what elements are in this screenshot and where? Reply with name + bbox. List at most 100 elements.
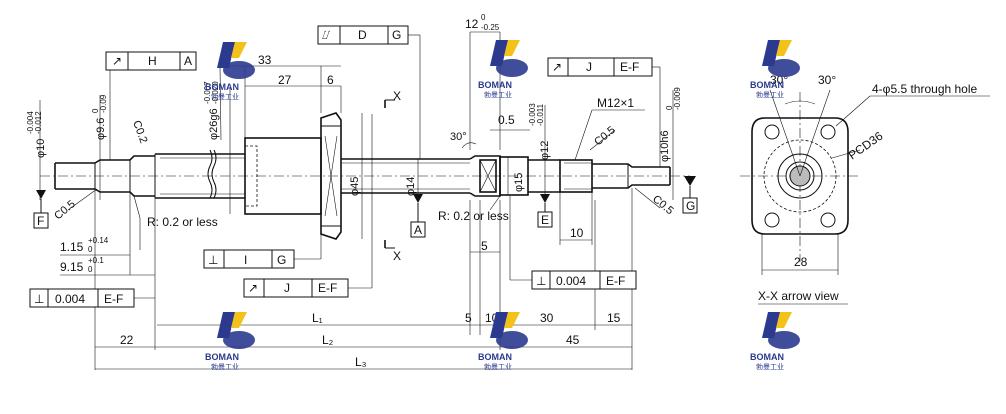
dim-L1: L₁ <box>312 311 323 325</box>
note-c02: C0.2 <box>130 119 149 145</box>
svg-text:-0.09: -0.09 <box>99 94 108 113</box>
svg-text:J: J <box>586 60 592 74</box>
boman-logo-3: BOMAN 勃曼工业 <box>750 40 800 99</box>
dim-33: 33 <box>258 53 272 67</box>
dim-L2: L₂ <box>322 333 334 347</box>
datum-G: G <box>682 176 698 214</box>
frame-perp-right: ⊥ 0.004 E-F <box>509 196 637 290</box>
note-m12: M12×1 <box>597 96 634 110</box>
svg-text:F: F <box>37 214 44 228</box>
ball-screw-shaft <box>54 112 671 240</box>
dim-d15: φ15 <box>513 173 525 192</box>
diameter-dims: φ10 -0.004 -0.012 φ9.6 0 -0.09 φ26g6 -0.… <box>26 81 682 239</box>
svg-text:-0.007: -0.007 <box>203 81 212 104</box>
svg-text:勃曼工业: 勃曼工业 <box>484 90 512 99</box>
dim-d12: φ12 <box>539 141 551 160</box>
boman-logo-1: BOMAN 勃曼工业 <box>205 42 255 101</box>
dim-27: 27 <box>278 73 292 87</box>
frame-H: ↗ H A <box>105 51 197 160</box>
frame-D: ⌰ D G <box>317 25 421 159</box>
top-linear-dims: 33 27 6 12 0 -0.25 0.5 5 10 <box>219 13 593 253</box>
dim-6: 6 <box>327 73 334 87</box>
note-ang30: 30° <box>450 131 467 143</box>
frame-J-mid: ↗ J E-F <box>243 114 373 298</box>
svg-text:E-F: E-F <box>606 274 625 288</box>
dim-L3: L₃ <box>355 355 367 369</box>
dim-d96: φ9.6 <box>95 118 107 140</box>
frame-J-top: ↗ J E-F <box>547 57 661 167</box>
svg-text:BOMAN: BOMAN <box>478 352 512 362</box>
side-pcd: PCD36 <box>846 129 886 163</box>
boman-logo-2: BOMAN 勃曼工业 <box>478 40 528 99</box>
note-c05-right: C0.5 <box>650 193 676 217</box>
svg-text:BOMAN: BOMAN <box>478 80 512 90</box>
svg-text:G: G <box>392 28 401 42</box>
flange-side-view: 30° 30° 4-φ5.5 through hole PCD36 28 X-X… <box>740 73 990 305</box>
svg-text:BOMAN: BOMAN <box>205 82 239 92</box>
dim-15: 15 <box>607 311 621 325</box>
section-label-top: X <box>393 89 401 103</box>
section-label-bottom: X <box>393 249 401 263</box>
svg-text:BOMAN: BOMAN <box>205 352 239 362</box>
dim-30: 30 <box>540 311 554 325</box>
svg-text:E-F: E-F <box>104 292 123 306</box>
svg-text:D: D <box>358 28 367 42</box>
svg-text:-0.011: -0.011 <box>536 103 545 126</box>
note-r02-right: R: 0.2 or less <box>438 209 509 223</box>
svg-text:A: A <box>414 223 422 237</box>
svg-text:E: E <box>541 213 549 227</box>
svg-text:0: 0 <box>481 13 486 22</box>
boman-logo-5: BOMAN 勃曼工业 <box>478 312 528 371</box>
svg-text:0: 0 <box>665 105 674 110</box>
dim-d10h6: φ10h6 <box>659 130 671 162</box>
svg-text:0: 0 <box>88 265 93 274</box>
frame-perp-left: ⊥ 0.004 E-F <box>29 288 155 308</box>
svg-text:-0.003: -0.003 <box>528 103 537 126</box>
svg-text:勃曼工业: 勃曼工业 <box>484 362 512 371</box>
svg-text:0.004: 0.004 <box>556 274 586 288</box>
svg-text:勃曼工业: 勃曼工业 <box>211 362 239 371</box>
dim-5a: 5 <box>481 239 488 253</box>
dim-12: 12 <box>465 17 479 31</box>
note-c05-left: C0.5 <box>52 198 78 222</box>
svg-text:I: I <box>244 253 247 267</box>
dim-d26: φ26g6 <box>208 108 220 140</box>
dim-45: 45 <box>566 333 580 347</box>
svg-text:0: 0 <box>91 108 100 113</box>
svg-text:-0.009: -0.009 <box>673 87 682 110</box>
svg-text:G: G <box>277 253 286 267</box>
section-markers: X X <box>384 89 401 263</box>
svg-text:BOMAN: BOMAN <box>750 352 784 362</box>
side-caption: X-X arrow view <box>758 289 839 303</box>
dim-915: 9.15 <box>60 260 84 274</box>
svg-text:勃曼工业: 勃曼工业 <box>756 362 784 371</box>
svg-text:J: J <box>284 281 290 295</box>
side-holes-note: 4-φ5.5 through hole <box>872 82 978 96</box>
note-c05-mid: C0.5 <box>592 124 618 148</box>
datum-E: E <box>537 194 553 228</box>
dim-5b: 5 <box>465 311 472 325</box>
svg-text:-0.012: -0.012 <box>34 111 43 134</box>
svg-text:⊥: ⊥ <box>208 253 218 267</box>
boman-logo-6: BOMAN 勃曼工业 <box>750 312 800 371</box>
svg-text:⊥: ⊥ <box>536 274 546 288</box>
svg-text:↗: ↗ <box>248 281 258 295</box>
svg-text:0: 0 <box>88 245 93 254</box>
svg-text:E-F: E-F <box>318 281 337 295</box>
side-width-28: 28 <box>794 255 808 269</box>
svg-text:BOMAN: BOMAN <box>750 80 784 90</box>
svg-text:-0.25: -0.25 <box>481 23 500 32</box>
side-angle-right: 30° <box>818 73 836 87</box>
svg-text:-0.004: -0.004 <box>26 111 35 134</box>
dim-d14: φ14 <box>405 177 417 196</box>
svg-text:E-F: E-F <box>620 60 639 74</box>
svg-text:⊥: ⊥ <box>34 292 44 306</box>
datum-A: A <box>410 194 426 238</box>
note-r02-left: R: 0.2 or less <box>147 215 218 229</box>
dim-05: 0.5 <box>498 113 515 127</box>
datum-F: F <box>33 190 49 229</box>
svg-text:-0.020: -0.020 <box>211 81 220 104</box>
svg-text:+0.14: +0.14 <box>88 236 109 245</box>
